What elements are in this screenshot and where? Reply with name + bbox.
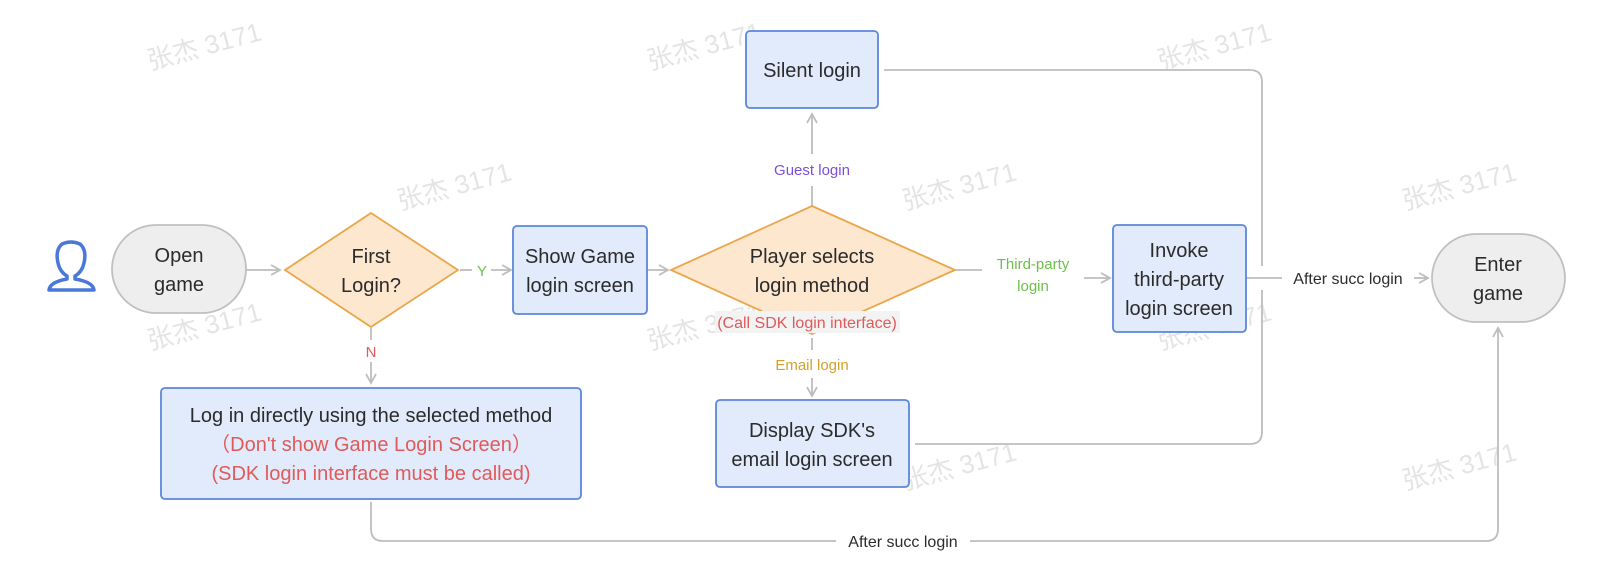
invoke-line-1: Invoke [1150,240,1209,262]
edge-direct-to-enter-right [970,326,1504,542]
open-game-line-2: game [154,274,204,296]
watermark-text: 张杰 3171 [1399,437,1520,496]
edge-silent-to-merge [884,69,1263,266]
user-icon [47,240,96,292]
invoke-line-3: login screen [1125,298,1233,320]
watermark-text: 张杰 3171 [899,437,1020,496]
enter-game-line-1: Enter [1474,254,1522,276]
enter-game-node: Enter game [1431,233,1566,323]
edge-direct-to-enter-left [370,502,836,542]
edge-label-yes: Y [477,263,487,280]
show-game-login-node: Show Game login screen [512,225,648,315]
edge-label-no: N [366,344,377,361]
player-selects-line-2: login method [755,275,870,297]
log-directly-red-line-1: （Don't show Game Login Screen） [210,433,532,456]
watermark-text: 张杰 3171 [394,157,515,216]
edge-label-after-succ-right: After succ login [1293,271,1402,288]
silent-login-label: Silent login [763,60,861,82]
edge-label-third-party-1: Third-party [997,256,1070,273]
first-login-line-1: First [352,246,391,268]
invoke-third-party-node: Invoke third-party login screen [1112,224,1247,333]
watermark-text: 张杰 3171 [1399,157,1520,216]
first-login-decision: First Login? [283,211,460,329]
log-directly-line-1: Log in directly using the selected metho… [190,405,552,427]
silent-login-node: Silent login [745,30,879,109]
display-sdk-line-2: email login screen [731,449,892,471]
display-sdk-line-1: Display SDK's [749,420,875,442]
watermark-text: 张杰 3171 [1154,17,1275,76]
watermark-text: 张杰 3171 [144,17,265,76]
first-login-line-2: Login? [341,275,401,297]
player-selects-line-1: Player selects [750,246,875,268]
display-sdk-email-node: Display SDK's email login screen [715,399,910,488]
edge-label-after-succ-bottom: After succ login [848,534,957,551]
log-directly-red-line-2: (SDK login interface must be called) [211,463,530,485]
log-in-directly-node: Log in directly using the selected metho… [160,387,582,500]
enter-game-line-2: game [1473,283,1523,305]
edge-label-third-party-2: login [1017,278,1049,295]
sdk-interface-note: (Call SDK login interface) [717,315,897,332]
watermark-text: 张杰 3171 [899,157,1020,216]
open-game-node: Open game [111,224,247,314]
edge-email-screen-to-merge [915,290,1263,445]
player-selects-decision: Player selects login method (Call SDK lo… [668,205,958,335]
edges [244,69,1504,542]
show-game-line-1: Show Game [525,246,635,268]
edge-label-guest-login: Guest login [774,162,850,179]
edge-label-email-login: Email login [775,357,848,374]
invoke-line-2: third-party [1134,269,1224,291]
show-game-line-2: login screen [526,275,634,297]
open-game-line-1: Open [155,245,204,267]
